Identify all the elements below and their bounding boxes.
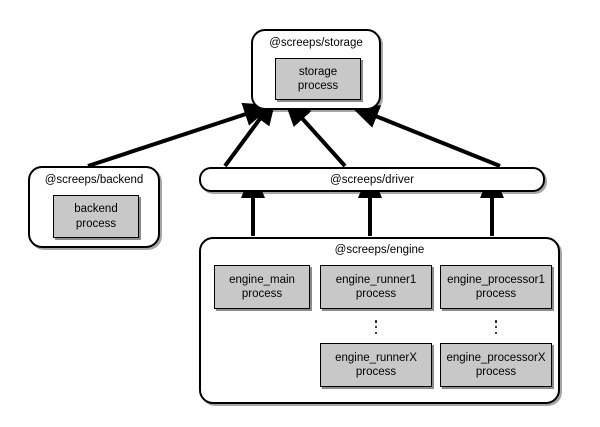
process-engine-runner1[interactable]: engine_runner1 process xyxy=(320,265,432,309)
process-engine-processor1-line2: process xyxy=(475,288,517,300)
package-backend[interactable]: @screeps/backend backend process xyxy=(28,166,160,248)
package-storage[interactable]: @screeps/storage storage process xyxy=(251,29,381,110)
package-driver-label: @screeps/driver xyxy=(330,173,414,186)
process-engine-main-line1: engine_main xyxy=(229,273,295,286)
package-engine-label: @screeps/engine xyxy=(334,244,425,256)
process-engine-processor1[interactable]: engine_processor1 process xyxy=(440,265,552,309)
process-storage-line2: process xyxy=(297,80,339,92)
edge-driver-to-storage-3 xyxy=(349,105,501,168)
process-engine-processorX-line2: process xyxy=(475,366,517,378)
process-engine-processorX-line1: engine_processorX xyxy=(446,351,546,364)
process-backend-line2: process xyxy=(75,217,117,230)
process-engine-runner1-line2: process xyxy=(355,288,397,300)
process-engine-runner1-line1: engine_runner1 xyxy=(335,273,417,286)
process-engine-runnerX[interactable]: engine_runnerX process xyxy=(320,343,432,387)
process-engine-runnerX-line1: engine_runnerX xyxy=(335,351,417,364)
package-engine[interactable]: @screeps/engine engine_main process engi… xyxy=(199,237,560,404)
process-storage[interactable]: storage process xyxy=(275,58,361,100)
edge-driver-to-storage-2 xyxy=(283,97,347,168)
package-backend-label: @screeps/backend xyxy=(44,174,144,186)
processor-continuation-ellipsis-icon xyxy=(489,317,503,337)
process-engine-main-line2: process xyxy=(241,288,283,300)
package-storage-label: @screeps/storage xyxy=(269,37,363,49)
process-engine-runnerX-line2: process xyxy=(355,366,397,378)
edge-driver-to-storage-1 xyxy=(223,96,277,168)
process-engine-processor1-line1: engine_processor1 xyxy=(447,273,545,286)
runner-continuation-ellipsis-icon xyxy=(369,317,383,337)
process-storage-line1: storage xyxy=(298,65,338,78)
process-backend-line1: backend xyxy=(74,203,118,216)
process-engine-processorX[interactable]: engine_processorX process xyxy=(440,343,552,387)
process-backend[interactable]: backend process xyxy=(53,195,139,238)
package-driver[interactable]: @screeps/driver xyxy=(199,167,545,192)
process-engine-main[interactable]: engine_main process xyxy=(214,265,310,309)
edge-backend-to-storage xyxy=(87,102,273,168)
